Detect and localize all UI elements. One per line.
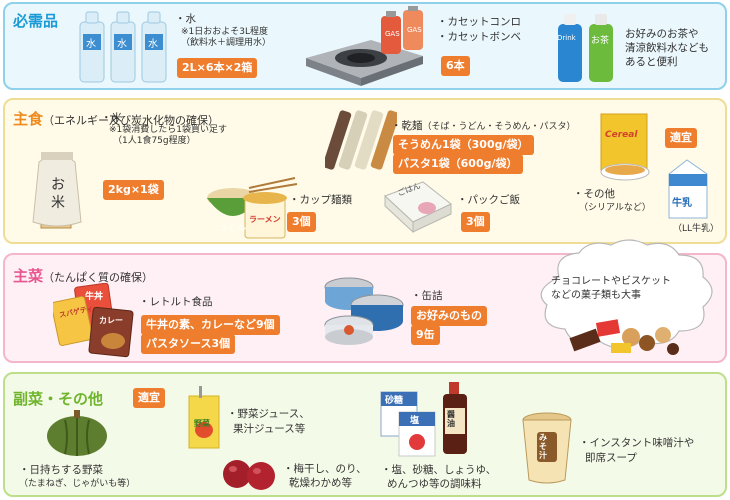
staple-title: 主食（エネルギー及び炭水化物の確保） bbox=[13, 108, 219, 129]
bottle-label-2: 水 bbox=[117, 39, 127, 50]
pack-rice-label: ・パックご飯 bbox=[457, 194, 520, 206]
vegetables-note: （たまねぎ、じゃがいも等） bbox=[19, 479, 136, 489]
water-note-1: ※1日おおよそ3L程度 bbox=[181, 27, 269, 37]
dry-noodles-badge-1: そうめん1袋（300g/袋） bbox=[393, 135, 534, 155]
soy-label: 醤油 bbox=[447, 410, 455, 428]
bubble-line-2: などの菓子類も大事 bbox=[551, 290, 641, 301]
bottle-label-1: 水 bbox=[86, 39, 96, 50]
side-dish-panel: 副菜・その他 適宜 ・日持ちする野菜 （たまねぎ、じゃがいも等） 野菜 ・野菜ジ… bbox=[3, 372, 727, 497]
gas-can-label-1: GAS bbox=[385, 30, 400, 38]
essentials-title: 必需品 bbox=[13, 12, 59, 30]
canned-food-icon bbox=[324, 277, 404, 345]
juice-line-1: ・野菜ジュース、 bbox=[227, 408, 310, 420]
snack-thought-bubble bbox=[540, 239, 713, 349]
gas-cartridge-label: ・カセットボンベ bbox=[437, 31, 521, 43]
main-dish-title-text: 主菜 bbox=[13, 267, 44, 285]
pack-rice-badge: 3個 bbox=[461, 212, 490, 232]
cereal-box-icon bbox=[600, 113, 650, 181]
side-dish-title: 副菜・その他 bbox=[13, 390, 104, 408]
milk-note: （LL牛乳） bbox=[673, 224, 720, 234]
side-dish-badge: 適宜 bbox=[133, 388, 165, 408]
umeboshi-icon bbox=[223, 460, 275, 490]
drink-bottles-icon bbox=[558, 14, 613, 82]
retort-gyudon-label: 牛丼 bbox=[85, 292, 104, 302]
main-dish-subtitle: （たんぱく質の確保） bbox=[43, 271, 154, 284]
juice-line-2: 果汁ジュース等 bbox=[233, 423, 306, 435]
canned-badge-2: 9缶 bbox=[411, 325, 440, 345]
seasonings-icon bbox=[380, 382, 467, 457]
drinks-text-3: あると便利 bbox=[625, 56, 678, 68]
gas-stove-icon bbox=[306, 6, 423, 86]
vegetables-label: ・日持ちする野菜 bbox=[19, 464, 103, 476]
drink-label: Drink bbox=[557, 34, 576, 42]
drinks-text-1: お好みのお茶や bbox=[625, 28, 699, 40]
retort-label: ・レトルト食品 bbox=[139, 296, 213, 308]
salt-label: 塩 bbox=[410, 416, 420, 426]
bottle-label-3: 水 bbox=[148, 39, 158, 50]
miso-cup-label: みそ汁 bbox=[539, 433, 547, 460]
water-label: ・水 bbox=[175, 13, 196, 25]
cereal-box-label: Cereal bbox=[605, 130, 638, 140]
dry-noodles-badge-2: パスタ1袋（600g/袋） bbox=[393, 154, 523, 174]
miso-line-2: 即席スープ bbox=[585, 452, 637, 464]
umeboshi-line-2: 乾燥わかめ等 bbox=[289, 477, 352, 489]
drinks-text-2: 清涼飲料水なども bbox=[625, 42, 709, 54]
retort-curry-label: カレー bbox=[99, 316, 123, 325]
rice-badge: 2kg×1袋 bbox=[103, 180, 164, 200]
dry-noodles-label: ・乾麺（そば・うどん・そうめん・パスタ） bbox=[391, 120, 576, 134]
umeboshi-line-1: ・梅干し、のり、 bbox=[283, 463, 367, 475]
canned-label: ・缶詰 bbox=[411, 290, 443, 302]
rice-label: ・米 bbox=[101, 112, 122, 124]
retort-badge-2: パスタソース3個 bbox=[141, 334, 236, 354]
other-note: （シリアルなど） bbox=[579, 203, 651, 213]
water-note-2: （飲料水＋調理用水） bbox=[181, 38, 272, 48]
gas-badge: 6本 bbox=[441, 56, 470, 76]
rice-bag-icon bbox=[32, 152, 82, 229]
other-badge: 適宜 bbox=[665, 128, 697, 148]
seasoning-line-1: ・塩、砂糖、しょうゆ、 bbox=[381, 464, 497, 476]
sugar-label: 砂糖 bbox=[385, 396, 404, 406]
tea-label: お茶 bbox=[591, 36, 610, 46]
dry-noodles-label-text: ・乾麺 bbox=[391, 120, 423, 132]
staple-title-text: 主食 bbox=[13, 110, 44, 128]
staple-subtitle: （エネルギー及び炭水化物の確保） bbox=[43, 114, 220, 127]
main-dish-title: 主菜（たんぱく質の確保） bbox=[13, 265, 153, 286]
retort-badge-1: 牛丼の素、カレーなど9個 bbox=[141, 315, 280, 335]
canned-badge-1: お好みのもの bbox=[411, 306, 487, 326]
juice-box-label: 野菜 bbox=[194, 419, 210, 428]
milk-carton-label: 牛乳 bbox=[672, 198, 692, 209]
miso-soup-icon bbox=[522, 412, 572, 484]
other-label: ・その他 bbox=[573, 188, 615, 200]
seasoning-line-2: めんつゆ等の調味料 bbox=[387, 478, 482, 490]
milk-carton-icon bbox=[668, 159, 708, 219]
juice-box-icon bbox=[188, 386, 220, 449]
rice-note-1: ※1袋消費したら1袋買い足す bbox=[109, 125, 227, 135]
retort-food-icon bbox=[53, 283, 134, 358]
gas-can-label-2: GAS bbox=[407, 26, 422, 34]
staple-panel: 主食（エネルギー及び炭水化物の確保） お米 ・米 ※1袋消費したら1袋買い足す … bbox=[3, 98, 727, 244]
water-badge: 2L×6本×2箱 bbox=[177, 58, 258, 78]
main-dish-panel: 主菜（たんぱく質の確保） 牛丼 スパゲティ カレー ・レトルト食品 牛丼の素、カ… bbox=[3, 239, 727, 363]
rice-bag-label: お米 bbox=[51, 177, 65, 211]
cup-noodles-icon bbox=[207, 177, 298, 239]
cup-udon-label: うどん bbox=[219, 223, 247, 233]
cup-noodles-badge: 3個 bbox=[287, 212, 316, 232]
rice-note-2: （1人1食75g程度） bbox=[113, 136, 196, 146]
bubble-line-1: チョコレートやビスケット bbox=[551, 276, 671, 287]
essentials-panel: 必需品 水 水 水 ・水 ※1日おおよそ3L程度 （飲料水＋調理用水） 2L×6… bbox=[3, 2, 727, 90]
snacks-icon bbox=[569, 319, 679, 355]
cup-noodles-label: ・カップ麺類 bbox=[289, 194, 352, 206]
pack-rice-icon bbox=[384, 181, 452, 234]
water-bottles-icon bbox=[79, 11, 167, 83]
pumpkin-icon bbox=[47, 410, 107, 456]
cup-ramen-label: ラーメン bbox=[249, 215, 281, 224]
miso-line-1: ・インスタント味噌汁や bbox=[579, 437, 695, 449]
dry-noodles-icon bbox=[325, 110, 397, 170]
dry-noodles-label-note: （そば・うどん・そうめん・パスタ） bbox=[422, 122, 576, 132]
stove-label: ・カセットコンロ bbox=[437, 16, 521, 28]
